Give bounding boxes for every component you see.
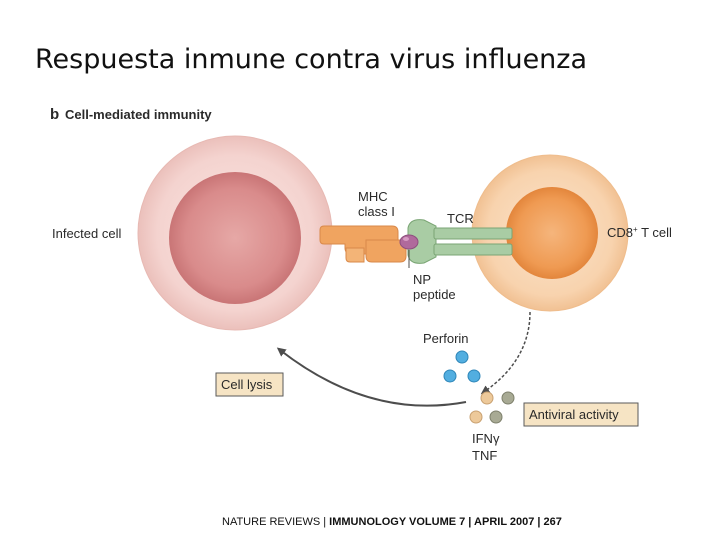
np-label-line1: NP: [413, 272, 431, 287]
np-label-line2: peptide: [413, 287, 456, 302]
antiviral-activity-box: [523, 402, 639, 427]
ifn-label: IFNγ: [472, 431, 500, 446]
tnf-label: TNF: [472, 448, 497, 463]
np-peptide: [399, 234, 419, 250]
antiviral-activity-label: Antiviral activity: [529, 407, 619, 422]
cytokine-granule: [501, 391, 515, 405]
tcr-molecule: [407, 219, 513, 264]
panel-letter: b: [50, 106, 59, 123]
citation-details: IMMUNOLOGY VOLUME 7 | APRIL 2007 | 267: [329, 516, 562, 528]
infected-cell-nucleus: [169, 172, 301, 304]
citation-journal: NATURE REVIEWS |: [222, 516, 330, 528]
citation-footer: NATURE REVIEWS | IMMUNOLOGY VOLUME 7 | A…: [222, 516, 562, 528]
mhc-label-line1: MHC: [358, 189, 388, 204]
tcr-label: TCR: [447, 211, 474, 226]
infected-cell-label: Infected cell: [52, 226, 121, 241]
perforin-granule: [455, 350, 469, 364]
slide-title: Respuesta inmune contra virus influenza: [35, 44, 588, 75]
panel-title: Cell-mediated immunity: [65, 107, 212, 122]
perforin-granule: [443, 369, 457, 383]
perforin-granule: [467, 369, 481, 383]
cd8-t-cell-nucleus: [506, 187, 598, 279]
cytokine-granule: [489, 410, 503, 424]
secretion-arrow: [480, 311, 531, 395]
cd8-t-cell-label: CD8+ T cell: [607, 225, 672, 240]
mhc-class-i-molecule: [319, 225, 407, 263]
np-peptide-highlight: [403, 237, 409, 241]
cell-lysis-box: [215, 372, 284, 397]
cell-lysis-arrow: [276, 347, 467, 407]
perforin-label: Perforin: [423, 331, 469, 346]
cytokine-granule: [480, 391, 494, 405]
cytokine-granule: [469, 410, 483, 424]
mhc-label-line2: class I: [358, 204, 395, 219]
cell-lysis-label: Cell lysis: [221, 377, 273, 392]
